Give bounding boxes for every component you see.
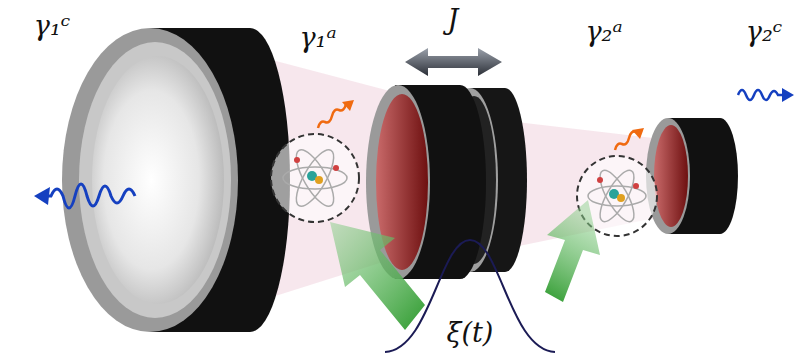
arrow-head (782, 88, 794, 102)
mirror-face (92, 56, 224, 304)
rate-label: ξ(t) (447, 318, 494, 348)
arrow-head (342, 100, 354, 111)
rate-label: J (448, 5, 459, 35)
pulse-curve (385, 240, 555, 352)
arrow-head (34, 187, 50, 205)
atom-symbol (271, 134, 359, 222)
output-wave (738, 90, 784, 100)
emission-wave (318, 104, 346, 128)
rate-label: γ₁ᶜ (34, 11, 70, 41)
coupling-arrow (405, 48, 502, 76)
rate-label: γ₂ᶜ (746, 17, 782, 47)
mirror-rim (79, 42, 231, 318)
pump-arrow (330, 222, 425, 330)
rate-label: γ₂ᵃ (585, 17, 622, 47)
rate-label: γ₁ᵃ (299, 23, 336, 53)
mirror-rim (62, 28, 238, 332)
arrow-head (632, 128, 644, 139)
mirror-face (654, 125, 688, 227)
emission-wave (615, 132, 636, 150)
output-wave (45, 184, 135, 208)
pump-arrow (545, 200, 600, 302)
